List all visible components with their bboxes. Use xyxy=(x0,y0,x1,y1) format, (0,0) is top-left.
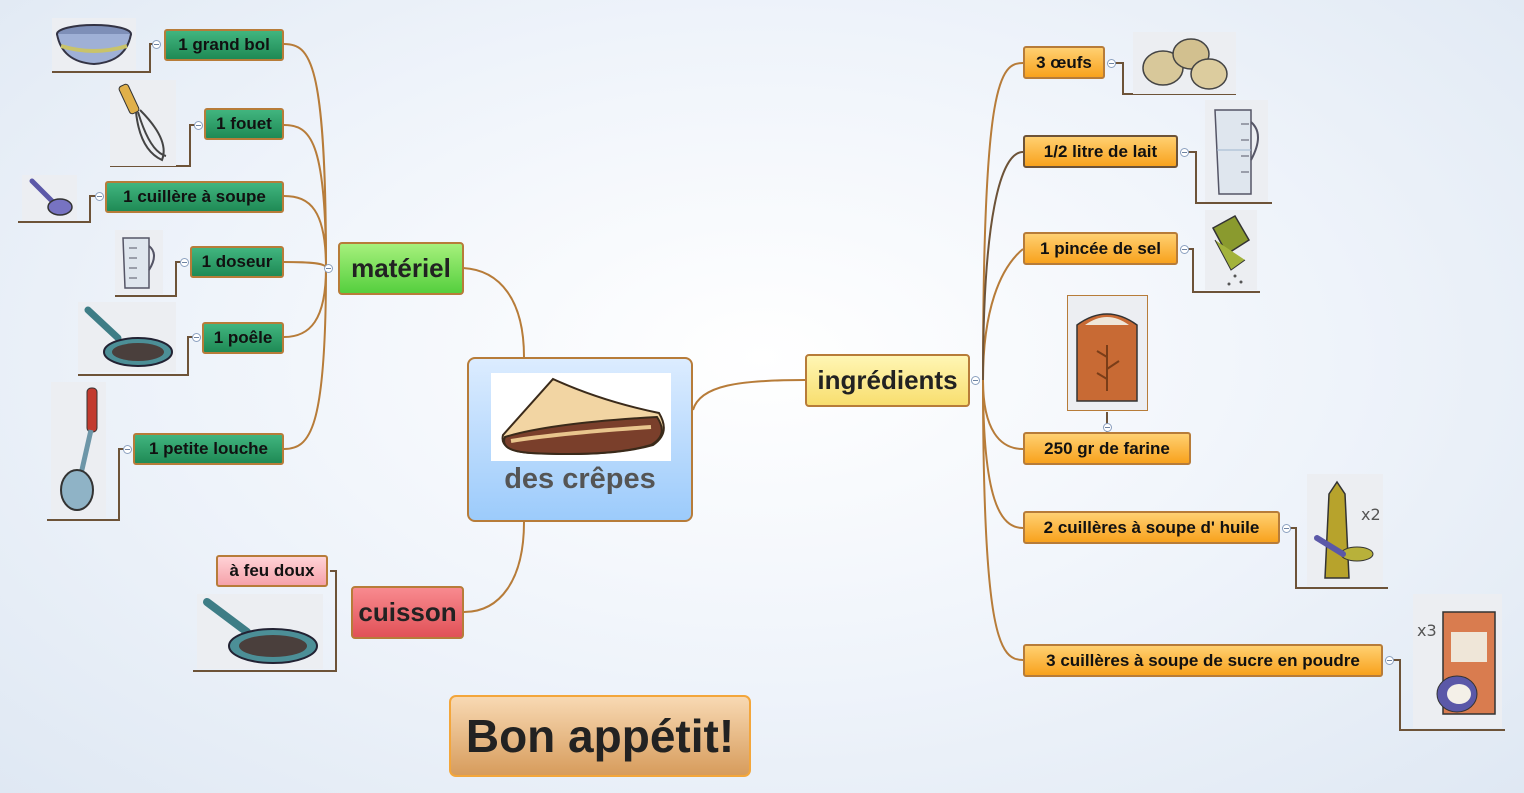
whisk-icon xyxy=(110,80,176,166)
ingredient-item-farine[interactable]: 250 gr de farine xyxy=(1023,432,1191,465)
frying-pan-icon xyxy=(78,302,176,372)
milk-jug-icon xyxy=(1205,100,1268,202)
ingredient-item-lait[interactable]: 1/2 litre de lait xyxy=(1023,135,1178,168)
salt-shaker-icon xyxy=(1205,210,1257,290)
measuring-jug-icon xyxy=(115,230,163,294)
sugar-bag-icon: x3 xyxy=(1413,594,1502,728)
central-title: des crêpes xyxy=(504,463,656,495)
collapse-toggle-icon[interactable] xyxy=(123,445,132,454)
collapse-toggle-icon[interactable] xyxy=(324,264,333,273)
materiel-item-poele[interactable]: 1 poêle xyxy=(202,322,284,354)
collapse-toggle-icon[interactable] xyxy=(971,376,980,385)
closing-message[interactable]: Bon appétit! xyxy=(449,695,751,777)
ingredient-item-sel[interactable]: 1 pincée de sel xyxy=(1023,232,1178,265)
crepe-icon xyxy=(491,373,671,461)
ingredient-item-huile[interactable]: 2 cuillères à soupe d' huile xyxy=(1023,511,1280,544)
ladle-icon xyxy=(51,382,106,518)
materiel-item-doseur[interactable]: 1 doseur xyxy=(190,246,284,278)
collapse-toggle-icon[interactable] xyxy=(194,121,203,130)
oil-bottle-icon: x2 xyxy=(1307,474,1383,586)
materiel-item-fouet[interactable]: 1 fouet xyxy=(204,108,284,140)
collapse-toggle-icon[interactable] xyxy=(1107,59,1116,68)
svg-text:x3: x3 xyxy=(1417,621,1437,640)
branch-materiel[interactable]: matériel xyxy=(338,242,464,295)
collapse-toggle-icon[interactable] xyxy=(95,192,104,201)
eggs-icon xyxy=(1133,32,1236,94)
materiel-item-bol[interactable]: 1 grand bol xyxy=(164,29,284,61)
frying-pan-icon xyxy=(197,594,323,669)
bowl-icon xyxy=(52,18,136,70)
collapse-toggle-icon[interactable] xyxy=(1282,524,1291,533)
ingredient-item-sucre[interactable]: 3 cuillères à soupe de sucre en poudre xyxy=(1023,644,1383,677)
branch-cuisson[interactable]: cuisson xyxy=(351,586,464,639)
ingredient-item-oeufs[interactable]: 3 œufs xyxy=(1023,46,1105,79)
collapse-toggle-icon[interactable] xyxy=(180,258,189,267)
collapse-toggle-icon[interactable] xyxy=(1385,656,1394,665)
collapse-toggle-icon[interactable] xyxy=(192,333,201,342)
svg-text:x2: x2 xyxy=(1361,505,1381,524)
materiel-item-cuillere[interactable]: 1 cuillère à soupe xyxy=(105,181,284,213)
collapse-toggle-icon[interactable] xyxy=(1180,245,1189,254)
collapse-toggle-icon[interactable] xyxy=(152,40,161,49)
collapse-toggle-icon[interactable] xyxy=(1103,423,1112,432)
materiel-item-louche[interactable]: 1 petite louche xyxy=(133,433,284,465)
branch-ingredients[interactable]: ingrédients xyxy=(805,354,970,407)
cuisson-item-feu-doux[interactable]: à feu doux xyxy=(216,555,328,587)
flour-bag-icon xyxy=(1067,295,1148,411)
spoon-icon xyxy=(22,175,77,220)
collapse-toggle-icon[interactable] xyxy=(1180,148,1189,157)
central-topic[interactable]: des crêpes xyxy=(467,357,693,522)
